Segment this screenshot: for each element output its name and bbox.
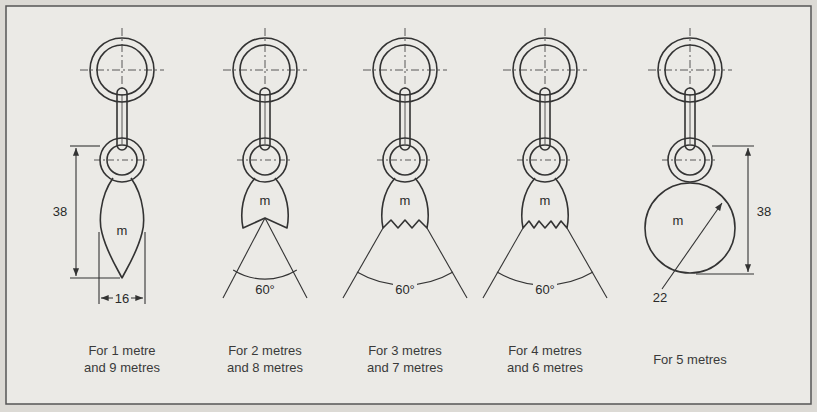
dimension-value: 22 xyxy=(651,291,669,306)
caption: For 1 metre and 9 metres xyxy=(76,343,168,377)
angle-value: 60° xyxy=(393,283,417,298)
rings-and-links xyxy=(80,28,732,182)
pendant-shape: m xyxy=(520,178,570,232)
angle-value: 60° xyxy=(533,283,557,298)
pendant-shape: m xyxy=(380,178,430,232)
caption: For 5 metres xyxy=(644,352,736,369)
dimension-value: 38 xyxy=(755,205,773,220)
mass-label: m xyxy=(117,224,128,237)
mass-label: m xyxy=(260,194,271,207)
dimension-value: 16 xyxy=(113,292,131,307)
mass-label: m xyxy=(540,194,551,207)
pendant-outline xyxy=(644,182,736,274)
mass-label: m xyxy=(400,194,411,207)
pendant-shape: m xyxy=(99,178,145,278)
caption: For 3 metres and 7 metres xyxy=(359,343,451,377)
angle-value: 60° xyxy=(253,283,277,298)
caption: For 2 metres and 8 metres xyxy=(219,343,311,377)
dimension-lines xyxy=(70,146,754,304)
frame xyxy=(6,6,811,404)
mass-label: m xyxy=(673,214,684,227)
pendant-shape: m xyxy=(240,178,290,232)
dimension-value: 38 xyxy=(51,205,69,220)
pendant-shape: m xyxy=(644,182,736,274)
caption: For 4 metres and 6 metres xyxy=(499,343,591,377)
